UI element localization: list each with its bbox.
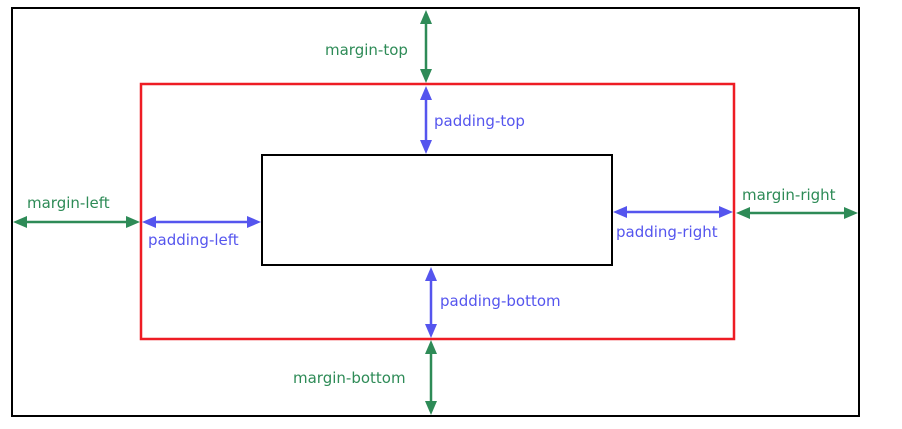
margin-box xyxy=(11,7,860,417)
content-box xyxy=(261,154,613,266)
padding-bottom-label: padding-bottom xyxy=(440,292,561,310)
margin-left-arrow xyxy=(13,216,140,228)
padding-left-label: padding-left xyxy=(148,231,239,249)
margin-top-arrow xyxy=(420,10,432,83)
padding-left-arrow xyxy=(142,216,261,228)
border-box xyxy=(139,82,736,341)
padding-right-arrow xyxy=(613,206,733,218)
margin-left-label: margin-left xyxy=(27,194,110,212)
padding-bottom-arrow xyxy=(425,267,437,338)
margin-bottom-arrow xyxy=(425,340,437,415)
margin-right-label: margin-right xyxy=(742,186,836,204)
padding-top-label: padding-top xyxy=(434,112,525,130)
padding-right-label: padding-right xyxy=(616,223,718,241)
margin-right-arrow xyxy=(736,207,858,219)
margin-bottom-label: margin-bottom xyxy=(293,369,406,387)
margin-top-label: margin-top xyxy=(325,41,408,59)
padding-top-arrow xyxy=(420,86,432,154)
